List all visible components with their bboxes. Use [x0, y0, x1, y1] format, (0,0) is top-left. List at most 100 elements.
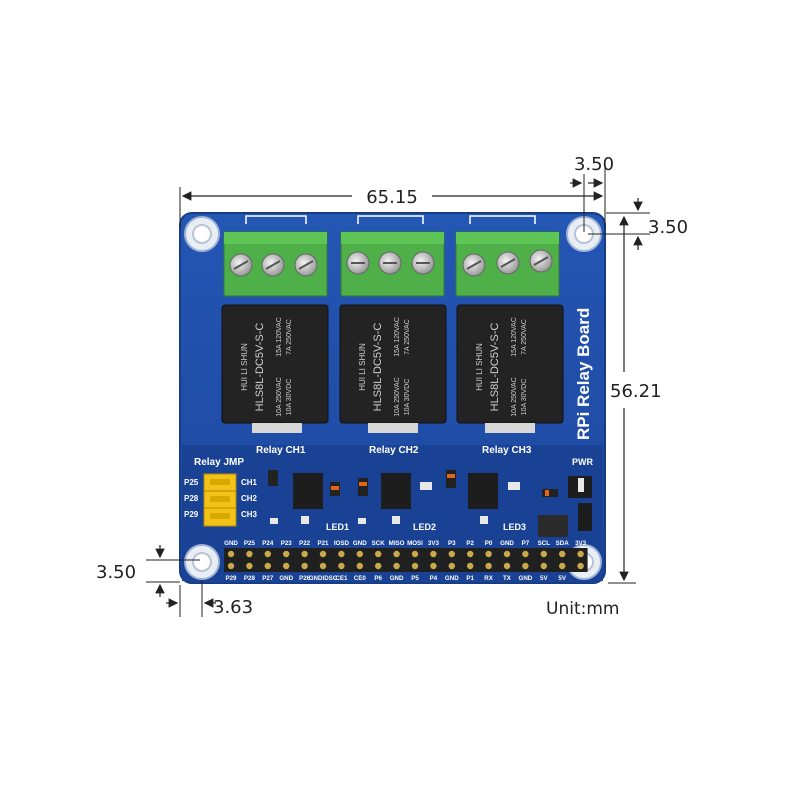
header-bottom-pin-label: GND — [279, 575, 293, 582]
relay-rating: 7A 250VAC — [521, 319, 528, 355]
header-pin — [540, 550, 547, 558]
height-value: 56.21 — [610, 381, 662, 402]
header-top-pin-label: SCK — [372, 540, 386, 547]
header-bottom-pin-label: TX — [503, 575, 512, 582]
header-pin — [227, 562, 235, 570]
jumper-pin-label: P29 — [184, 510, 199, 519]
header-bottom-pin-label: P5 — [411, 575, 419, 582]
header-top-pin-label: 3V3 — [428, 540, 440, 547]
unit-label: Unit:mm — [546, 599, 619, 619]
header-bottom-pin-label: GND — [390, 575, 404, 582]
header-pin — [393, 562, 400, 570]
relay-rating: 10A 250VAC — [394, 377, 401, 417]
header-top-pin-label: SCL — [538, 540, 551, 547]
header-top-pin-label: P25 — [244, 540, 256, 547]
header-bottom-pin-label: P26 — [299, 575, 311, 582]
header-pin — [319, 550, 327, 558]
relay-ch2: HUI LI SHUN HLS8L-DC5V-S-C 10A 250VAC 10… — [339, 304, 447, 433]
relay-rating: 15A 120VAC — [394, 317, 401, 357]
header-bottom-pin-label: GNDIDSC — [309, 575, 338, 582]
header-pin — [503, 550, 511, 558]
header-pin — [577, 562, 584, 570]
led1-label: LED1 — [326, 522, 349, 532]
header-pin — [559, 562, 566, 570]
dimension-hole-top-y: 3.50 — [588, 198, 688, 250]
relay-rating: 10A 30VDC — [404, 379, 411, 416]
header-pin — [448, 550, 455, 558]
header-pin — [283, 562, 290, 570]
header-pin — [577, 550, 584, 558]
relay-rating: 10A 250VAC — [511, 377, 518, 417]
header-pin — [448, 562, 455, 570]
relay-brand: HUI LI SHUN — [475, 343, 484, 391]
jumper-channel-label: CH3 — [241, 510, 258, 519]
jumper-channel-label: CH2 — [241, 494, 258, 503]
header-pin — [411, 550, 419, 558]
header-pin — [338, 562, 345, 570]
header-bottom-pin-label: 5V — [540, 575, 548, 582]
relay-model: HLS8L-DC5V-S-C — [254, 323, 266, 412]
header-pin — [467, 550, 474, 558]
screw-terminal-ch2 — [340, 231, 445, 297]
header-pin — [375, 562, 382, 570]
header-top-pin-label: MOSI — [407, 540, 423, 547]
header-top-pin-label: 3V3 — [575, 540, 587, 547]
header-bottom-pin-label: RX — [484, 575, 493, 582]
hole-offset-bottom-y-value: 3.50 — [96, 562, 136, 583]
relay-rating: 10A 30VDC — [521, 379, 528, 416]
header-top-pin-label: P0 — [485, 540, 493, 547]
relay-rating: 10A 30VDC — [286, 379, 293, 416]
jumper-title: Relay JMP — [194, 457, 244, 468]
header-pin — [246, 562, 253, 570]
header-pin — [430, 562, 437, 570]
header-pin — [467, 562, 474, 570]
relay-ch1: HUI LI SHUN HLS8L-DC5V-S-C 10A 250VAC 10… — [221, 304, 329, 433]
width-value: 65.15 — [366, 187, 418, 208]
header-top-pin-label: IOSD — [334, 540, 350, 547]
header-pin — [356, 562, 363, 570]
header-top-pin-label: P24 — [262, 540, 274, 547]
header-top-pin-label: P21 — [317, 540, 329, 547]
header-bottom-pin-label: CE0 — [354, 575, 367, 582]
header-top-pin-label: GND — [500, 540, 514, 547]
relay-ch1-label: Relay CH1 — [256, 445, 306, 456]
header-pin — [301, 550, 308, 558]
header-bottom-pin-label: CE1 — [335, 575, 348, 582]
hole-offset-bottom-x-value: 3.63 — [213, 597, 253, 618]
header-pin — [264, 562, 271, 570]
header-pin — [393, 550, 400, 558]
header-pin — [540, 562, 547, 570]
header-bottom-pin-label: P28 — [244, 575, 256, 582]
header-top-pin-label: P3 — [448, 540, 456, 547]
screw-terminal-ch1 — [223, 231, 328, 297]
header-top-pin-label: GND — [353, 540, 367, 547]
header-pin — [411, 562, 419, 570]
screw-terminal-ch3 — [455, 231, 560, 297]
dimension-height: 56.21 — [608, 215, 662, 584]
header-pin — [227, 550, 235, 558]
header-top-pin-label: GND — [224, 540, 238, 547]
relay-model: HLS8L-DC5V-S-C — [372, 323, 384, 412]
header-bottom-pin-label: GND — [519, 575, 533, 582]
header-top-pin-label: MISO — [389, 540, 405, 547]
header-bottom-pin-label: P4 — [430, 575, 438, 582]
relay-rating: 15A 120VAC — [511, 317, 518, 357]
dimension-hole-bottom-y: 3.50 — [96, 545, 200, 597]
mounting-hole-top-left — [184, 216, 220, 252]
header-pin — [485, 550, 492, 558]
relay-rating: 7A 250VAC — [286, 319, 293, 355]
header-pin — [375, 550, 382, 558]
dimension-hole-bottom-x: 3.63 — [166, 580, 253, 618]
header-top-pin-label: SDA — [556, 540, 570, 547]
hole-offset-top-y-value: 3.50 — [648, 217, 688, 238]
mounting-hole-bottom-left — [184, 544, 220, 580]
relay-rating: 7A 250VAC — [404, 319, 411, 355]
header-top-pin-label: P22 — [299, 540, 311, 547]
hole-offset-top-x-value: 3.50 — [574, 154, 614, 175]
relay-brand: HUI LI SHUN — [240, 343, 249, 391]
relay-model: HLS8L-DC5V-S-C — [489, 323, 501, 412]
relay-jumper-block — [203, 473, 237, 527]
